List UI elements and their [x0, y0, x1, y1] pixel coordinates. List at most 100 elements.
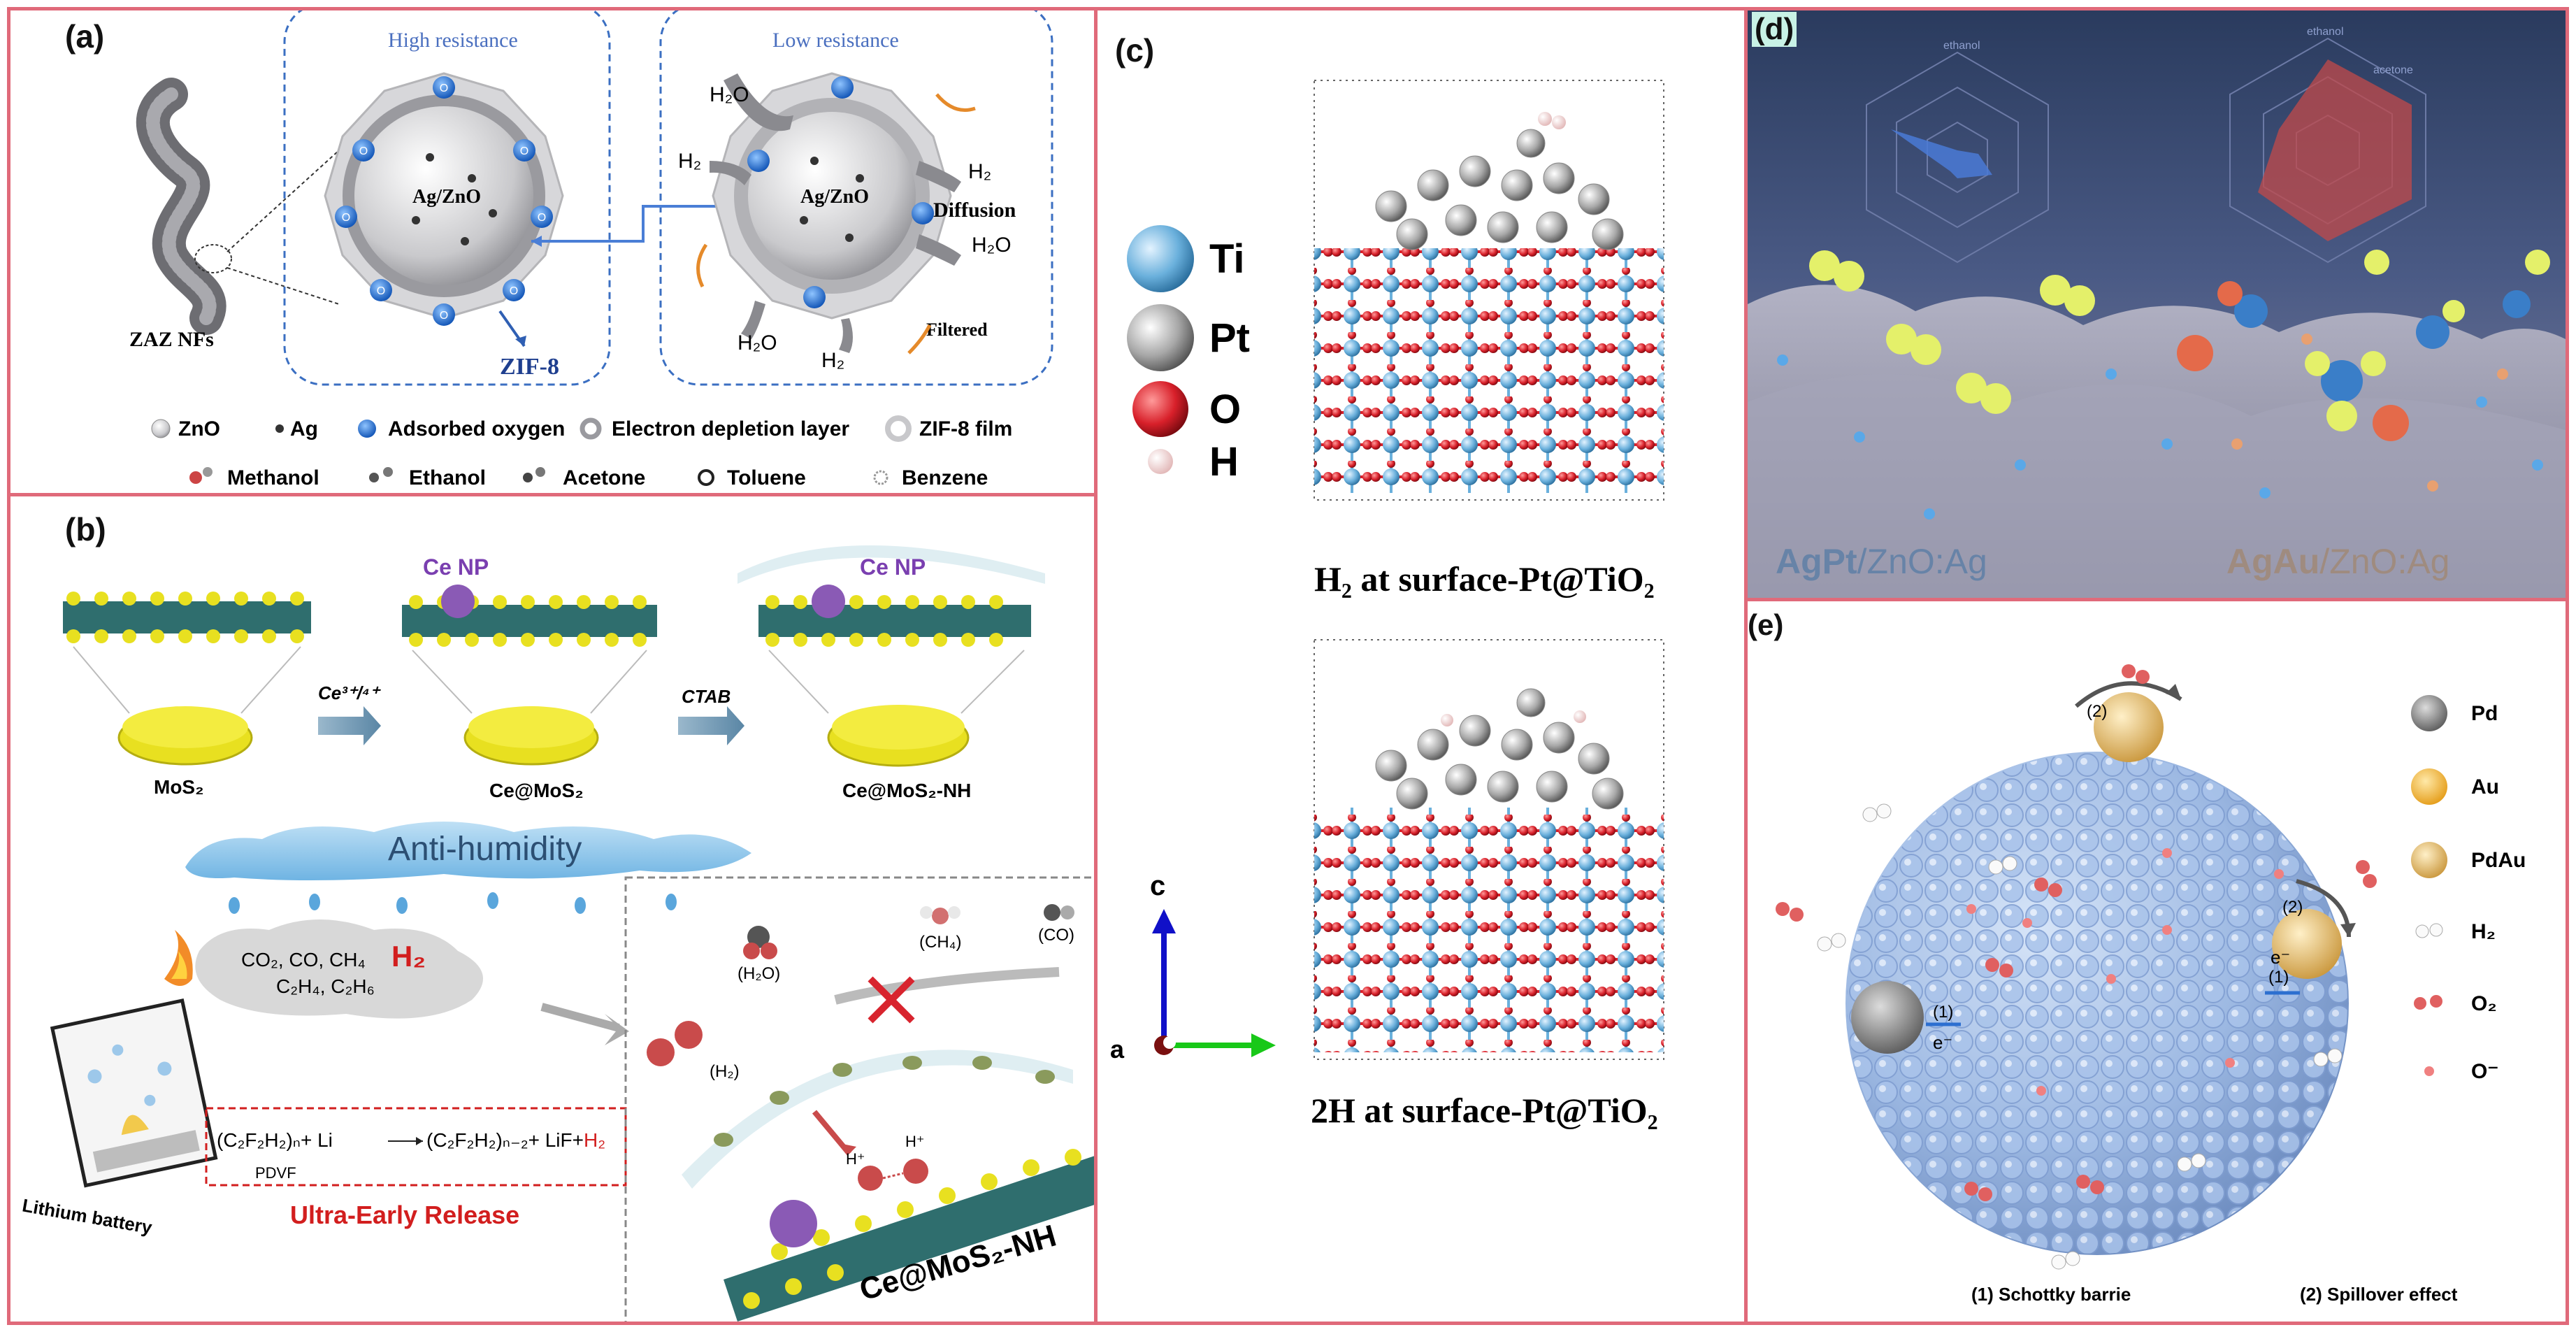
ce-arrow — [318, 706, 381, 745]
svg-text:a: a — [1110, 1035, 1125, 1064]
svg-text:O: O — [440, 83, 448, 94]
low-resistance-box — [659, 10, 1053, 386]
svg-text:(C₂F₂H₂)ₙ+ Li: (C₂F₂H₂)ₙ+ Li — [217, 1129, 333, 1151]
core-label-left: Ag/ZnO — [412, 186, 481, 208]
caption-spillover: (2) Spillover effect — [2300, 1284, 2458, 1305]
zaz-label: ZAZ NFs — [129, 328, 214, 351]
svg-text:O: O — [377, 285, 385, 297]
mos2-sheet-4 — [724, 1149, 1094, 1322]
connect-arrow — [531, 205, 765, 243]
svg-text:Ce@MoS₂: Ce@MoS₂ — [489, 780, 584, 801]
o2-molecules — [1776, 664, 2377, 1201]
svg-text:O: O — [359, 145, 368, 157]
lithium-battery-icon — [50, 998, 218, 1188]
ctab-arrow — [678, 706, 744, 745]
svg-text:O: O — [520, 145, 528, 157]
svg-text:H₂: H₂ — [678, 150, 701, 173]
svg-text:H₂: H₂ — [584, 1129, 605, 1151]
filtered-label: Filtered — [926, 320, 988, 340]
svg-text:Anti-humidity: Anti-humidity — [388, 831, 582, 868]
svg-text:Lithium battery: Lithium battery — [21, 1195, 154, 1238]
adsorbed-molecules — [2177, 281, 2531, 441]
svg-text:Ce³⁺/⁴⁺: Ce³⁺/⁴⁺ — [318, 682, 381, 703]
smoke-cloud — [195, 919, 483, 1019]
panel-a-label: (a) — [65, 18, 105, 55]
caption-schottky: (1) Schottky barrie — [1971, 1284, 2131, 1305]
svg-text:Ti: Ti — [1209, 236, 1245, 282]
svg-text:O: O — [1209, 387, 1241, 432]
panel-e-legend — [2411, 695, 2447, 1076]
panel-e-label: (e) — [1748, 608, 1784, 641]
svg-text:H₂: H₂ — [391, 940, 426, 973]
pdau-particle-top — [2094, 692, 2164, 762]
svg-text:O: O — [510, 285, 518, 297]
radar-left — [1866, 51, 2049, 264]
svg-text:H₂O: H₂O — [737, 331, 777, 355]
svg-text:Ce@MoS₂-NH: Ce@MoS₂-NH — [842, 780, 971, 801]
panel-e-figure: (2) (2) (1) (1) e⁻ e⁻ — [1776, 664, 2526, 1305]
ce-np-1 — [441, 585, 475, 618]
svg-text:Ultra-Early Release: Ultra-Early Release — [290, 1201, 519, 1229]
svg-text:ZnO: ZnO — [178, 417, 220, 441]
zif8-label: ZIF-8 — [500, 354, 559, 380]
svg-text:Adsorbed oxygen: Adsorbed oxygen — [388, 417, 565, 441]
core-label-right: Ag/ZnO — [800, 186, 869, 208]
svg-text:ZIF-8 film: ZIF-8 film — [919, 417, 1012, 441]
panel-c: (c) Ti Pt O H — [1094, 7, 1748, 1325]
svg-text:(H₂): (H₂) — [710, 1062, 740, 1081]
panel-c-figure: Ti Pt O H H₂ at surface-Pt@TiO₂ — [1110, 80, 1664, 1130]
blocked-x-icon — [868, 976, 915, 1024]
legend-row-1: ZnO Ag Adsorbed oxygen Electron depletio… — [151, 415, 1012, 442]
svg-text:(2): (2) — [2282, 898, 2303, 917]
ch4-molecule — [920, 906, 960, 924]
panel-d-figure: ethanol ethanol acetone — [1748, 10, 2566, 598]
structure-bottom — [1314, 639, 1664, 1060]
radar-left-data — [1891, 129, 1992, 178]
caption-bottom: 2H at surface-Pt@TiO₂ — [1311, 1091, 1658, 1130]
svg-text:Ag: Ag — [290, 417, 318, 441]
mos2-sheet-2 — [402, 585, 657, 647]
h2-molecules — [1809, 250, 2550, 414]
h2-molecules-e — [1817, 803, 2343, 1270]
structure-top — [1314, 80, 1664, 501]
pd-particle — [1851, 981, 1924, 1054]
panel-a-figure: Ag/ZnO OO OO OO OO ZIF-8 Ag/ZnO — [129, 10, 1053, 489]
svg-text:(CO): (CO) — [1038, 926, 1074, 945]
svg-text:e⁻: e⁻ — [2271, 947, 2290, 968]
svg-text:AgAu/ZnO:Ag: AgAu/ZnO:Ag — [2226, 542, 2450, 581]
gas-flow-arrows — [710, 73, 961, 353]
svg-text:Ethanol: Ethanol — [409, 466, 486, 489]
legend-row-2: Methanol Ethanol Acetone Toluene Benzene — [189, 466, 988, 489]
panel-e: (e) (2) (2) (1) (1) e⁻ e⁻ — [1744, 598, 2569, 1325]
h2o-molecule — [743, 926, 777, 959]
atom-legend — [1127, 225, 1194, 474]
panel-a: (a) Ag/ZnO O — [7, 7, 1098, 496]
svg-text:CO₂, CO, CH₄: CO₂, CO, CH₄ — [241, 949, 366, 971]
svg-text:Ce NP: Ce NP — [860, 554, 926, 580]
mos2-sheet-1 — [63, 592, 311, 643]
mos2-sheet-3 — [737, 545, 1045, 647]
panel-b: (b) Ce NP Ce NP — [7, 493, 1098, 1325]
svg-text:Pt: Pt — [1209, 315, 1250, 361]
h2-molecule — [647, 1021, 703, 1066]
svg-text:(1): (1) — [2268, 968, 2289, 987]
svg-text:Au: Au — [2471, 775, 2499, 799]
svg-text:C₂H₄, C₂H₆: C₂H₄, C₂H₆ — [276, 975, 375, 997]
equation-box — [205, 1107, 627, 1187]
svg-text:e⁻: e⁻ — [1933, 1032, 1952, 1053]
svg-text:(CH₄): (CH₄) — [919, 933, 961, 952]
svg-text:O: O — [440, 310, 448, 322]
svg-text:H₂O: H₂O — [972, 234, 1012, 257]
mechanism-subpanel — [624, 876, 1094, 1322]
svg-text:O₂: O₂ — [2471, 992, 2497, 1015]
ce-np-2 — [812, 585, 845, 618]
radar-right-data — [2258, 59, 2412, 241]
caption-top: H₂ at surface-Pt@TiO₂ — [1314, 559, 1655, 599]
svg-text:H: H — [1209, 439, 1239, 485]
svg-text:ethanol: ethanol — [2307, 26, 2344, 38]
diffusion-label: Diffusion — [933, 199, 1016, 222]
svg-text:(C₂F₂H₂)ₙ₋₂+ LiF+: (C₂F₂H₂)ₙ₋₂+ LiF+ — [426, 1129, 584, 1151]
svg-text:MoS₂: MoS₂ — [154, 776, 204, 798]
svg-text:PDVF: PDVF — [255, 1164, 296, 1182]
low-res-label: Low resistance — [772, 29, 899, 52]
